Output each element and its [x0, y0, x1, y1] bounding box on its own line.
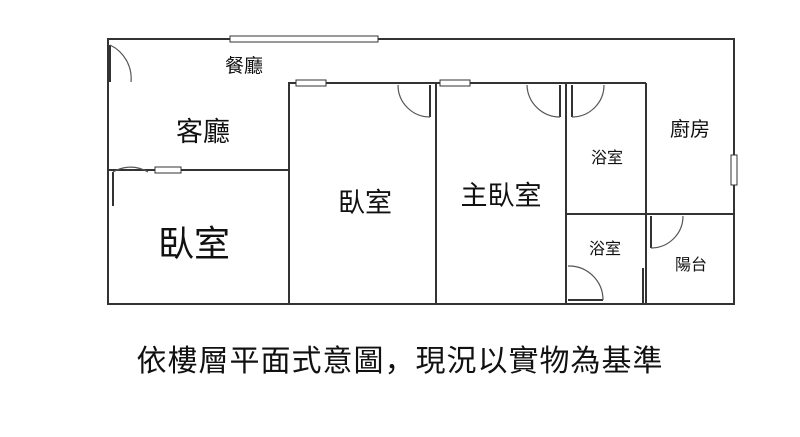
- window-living-divider: [154, 166, 182, 174]
- label-bedroom-mid: 臥室: [338, 188, 392, 219]
- door-entrance: [109, 44, 132, 83]
- window-master: [439, 79, 471, 87]
- window-kitchen-right: [730, 154, 738, 186]
- label-living: 客廳: [176, 117, 230, 148]
- wall-bedroom-mid: [288, 82, 436, 304]
- door-bath-upper: [571, 84, 605, 118]
- door-bath-lower: [567, 265, 604, 301]
- window-bedroom-mid: [295, 79, 327, 87]
- floor-plan-caption: 依樓層平面式意圖，現況以實物為基準: [136, 344, 664, 379]
- label-bath-lower: 浴室: [589, 239, 621, 258]
- door-bedroom-mid: [397, 84, 431, 118]
- door-master: [526, 84, 561, 118]
- label-kitchen: 廚房: [670, 117, 710, 141]
- label-dining: 餐廳: [225, 55, 263, 77]
- label-bath-upper: 浴室: [591, 148, 623, 167]
- label-bedroom-left: 臥室: [158, 224, 230, 265]
- door-balcony: [650, 215, 684, 249]
- door-bedroom-left: [112, 166, 149, 206]
- window-top: [229, 35, 379, 43]
- label-master-bedroom: 主臥室: [461, 181, 542, 212]
- label-balcony: 陽台: [675, 255, 707, 274]
